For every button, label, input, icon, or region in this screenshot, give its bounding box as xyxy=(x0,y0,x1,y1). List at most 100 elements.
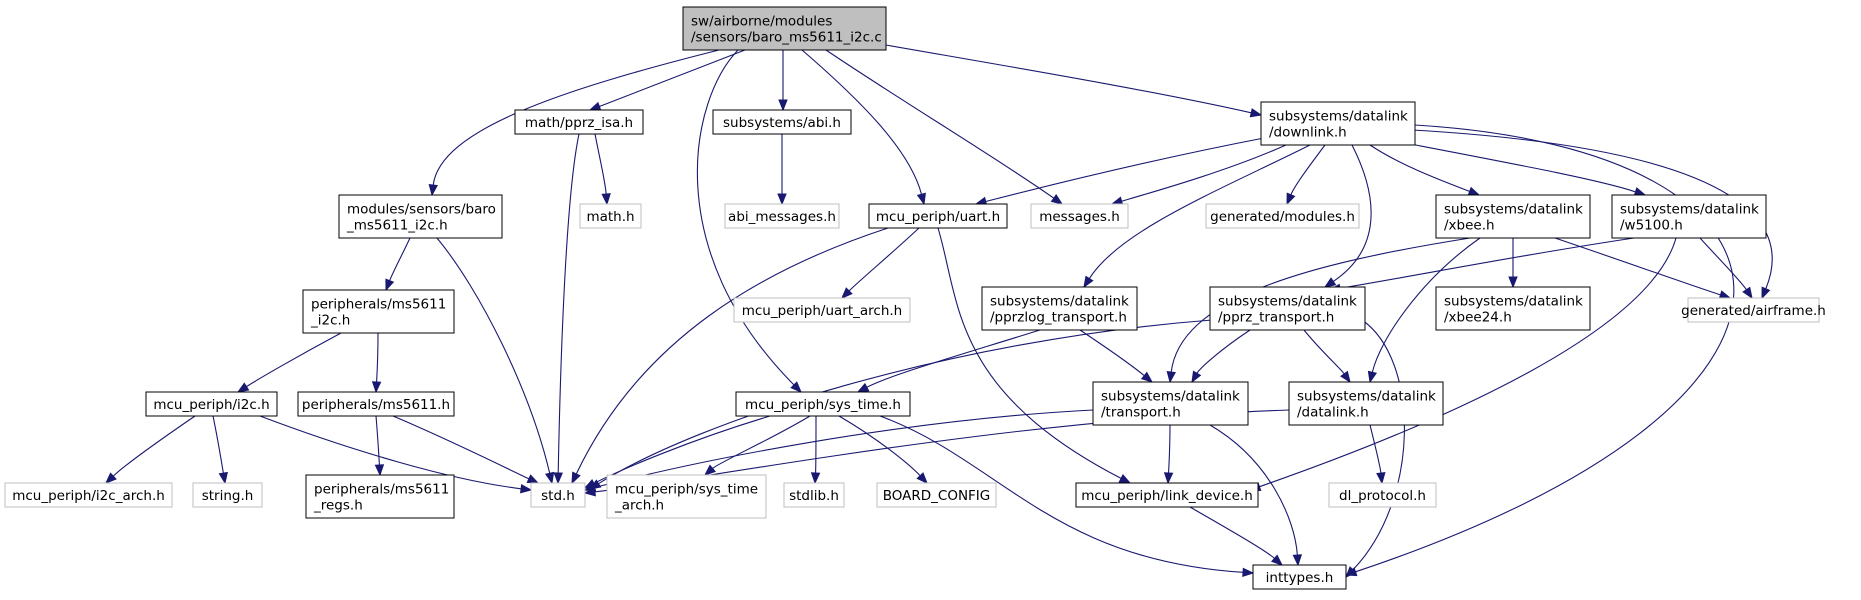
arrowhead-icon xyxy=(428,183,438,197)
node-pprzlog[interactable]: subsystems/datalink/pprzlog_transport.h xyxy=(981,286,1138,331)
edge-i2c-to-i2c_arch xyxy=(105,415,196,484)
node-label-line: stdlib.h xyxy=(789,488,839,504)
arrowhead-icon xyxy=(601,193,611,206)
arrowhead-icon xyxy=(583,487,596,497)
arrowhead-icon xyxy=(1323,277,1337,288)
node-inttypes[interactable]: inttypes.h xyxy=(1252,564,1347,590)
edge-w5100-to-airframe xyxy=(1699,237,1753,300)
node-datalink[interactable]: subsystems/datalink/datalink.h xyxy=(1288,381,1444,426)
arrowhead-icon xyxy=(916,192,926,206)
edge-datalink-to-dl_protocol xyxy=(1369,424,1386,485)
edge-ms5611-to-std xyxy=(392,415,540,484)
edge-uart-to-std xyxy=(571,227,889,485)
node-label-line: subsystems/datalink xyxy=(1297,389,1436,405)
node-downlink[interactable]: subsystems/datalink/downlink.h xyxy=(1260,101,1416,146)
node-label-line: sw/airborne/modules xyxy=(691,14,832,30)
node-label-line: /xbee.h xyxy=(1444,218,1495,234)
edge-pprz_isa-to-math_h xyxy=(594,133,611,206)
edge-downlink-to-uart xyxy=(974,137,1265,206)
edge-abi-to-abi_messages xyxy=(777,134,787,206)
edge-root-to-pprz_isa xyxy=(588,49,746,111)
arrowhead-icon xyxy=(571,471,581,485)
node-airframe: generated/airframe.h xyxy=(1681,297,1826,323)
edge-pprz_transport-to-transport xyxy=(1191,329,1251,384)
edge-downlink-to-pprz_transport xyxy=(1323,144,1372,288)
arrowhead-icon xyxy=(374,464,385,477)
node-label-line: math/pprz_isa.h xyxy=(525,115,633,131)
node-pprz-isa[interactable]: math/pprz_isa.h xyxy=(514,109,644,135)
arrowhead-icon xyxy=(790,381,802,393)
node-label-line: mcu_periph/uart.h xyxy=(876,209,1000,225)
nodes-layer: sw/airborne/modules/sensors/baro_ms5611_… xyxy=(4,6,1826,590)
node-uart[interactable]: mcu_periph/uart.h xyxy=(868,203,1008,229)
arrowhead-icon xyxy=(1050,194,1064,205)
node-ms5611-i2c[interactable]: peripherals/ms5611_i2c.h xyxy=(302,289,455,334)
arrowhead-icon xyxy=(105,472,117,484)
node-label-line: inttypes.h xyxy=(1266,570,1334,586)
edge-root-to-downlink xyxy=(885,44,1263,118)
node-label-line: subsystems/datalink xyxy=(1269,109,1408,125)
arrowhead-icon xyxy=(1340,370,1351,384)
node-w5100[interactable]: subsystems/datalink/w5100.h xyxy=(1611,194,1767,239)
edge-i2c-to-string xyxy=(212,415,228,485)
arrowhead-icon xyxy=(1166,371,1176,384)
edge-root-to-abi xyxy=(778,49,788,112)
node-ms5611[interactable]: peripherals/ms5611.h xyxy=(297,391,455,417)
arrowhead-icon xyxy=(553,472,563,485)
node-label-line: dl_protocol.h xyxy=(1339,488,1426,504)
node-stdlib: stdlib.h xyxy=(783,482,845,508)
node-i2c[interactable]: mcu_periph/i2c.h xyxy=(145,391,278,417)
edge-link_device-to-inttypes xyxy=(1189,506,1284,566)
node-uart-arch: mcu_periph/uart_arch.h xyxy=(733,297,911,323)
edge-downlink-to-xbee xyxy=(1369,144,1481,196)
edge-ms5611-to-ms5611_regs xyxy=(374,415,385,477)
node-link-device[interactable]: mcu_periph/link_device.h xyxy=(1075,482,1259,508)
arrowhead-icon xyxy=(778,99,788,112)
arrowhead-icon xyxy=(1292,554,1303,567)
edge-sys_time-to-stdlib xyxy=(810,415,821,485)
arrowhead-icon xyxy=(1242,567,1255,578)
edge-transport-to-inttypes xyxy=(1209,424,1303,567)
node-sys-time-arch: mcu_periph/sys_time_arch.h xyxy=(606,474,767,519)
node-ms5611-regs[interactable]: peripherals/ms5611_regs.h xyxy=(305,474,455,519)
node-label-line: /pprzlog_transport.h xyxy=(990,310,1127,326)
edge-uart-to-uart_arch xyxy=(841,227,920,299)
node-label-line: subsystems/datalink xyxy=(1101,389,1240,405)
arrowhead-icon xyxy=(1163,472,1174,485)
node-xbee[interactable]: subsystems/datalink/xbee.h xyxy=(1435,194,1591,239)
node-baro-h[interactable]: modules/sensors/baro_ms5611_i2c.h xyxy=(338,194,503,239)
node-label-line: generated/airframe.h xyxy=(1681,303,1826,319)
edge-downlink-to-inttypes xyxy=(1344,124,1735,577)
node-math-h: math.h xyxy=(579,203,642,229)
arrowhead-icon xyxy=(777,193,787,206)
node-xbee24[interactable]: subsystems/datalink/xbee24.h xyxy=(1435,286,1591,331)
node-pprz-transport[interactable]: subsystems/datalink/pprz_transport.h xyxy=(1209,286,1366,331)
arrowhead-icon xyxy=(1467,186,1481,196)
edge-sys_time-to-sys_time_arch xyxy=(703,415,811,476)
edge-pprzlog-to-sys_time xyxy=(856,329,1041,393)
node-abi-messages: abi_messages.h xyxy=(724,203,840,229)
edge-root-to-sys_time xyxy=(696,49,802,393)
edge-w5100-to-link_device xyxy=(1248,237,1677,492)
arrowhead-icon xyxy=(1286,192,1296,206)
edge-downlink-to-messages xyxy=(1110,144,1287,206)
edge-ms5611_i2c-to-ms5611 xyxy=(371,332,382,394)
node-sys-time[interactable]: mcu_periph/sys_time.h xyxy=(735,391,911,417)
arrowhead-icon xyxy=(1376,472,1386,485)
node-root: sw/airborne/modules/sensors/baro_ms5611_… xyxy=(682,6,887,51)
arrowhead-icon xyxy=(1270,554,1284,566)
node-transport[interactable]: subsystems/datalink/transport.h xyxy=(1092,381,1249,426)
node-label-line: _i2c.h xyxy=(310,313,350,329)
edge-w5100-to-pprz_transport xyxy=(1328,237,1635,293)
node-abi[interactable]: subsystems/abi.h xyxy=(712,109,852,135)
arrowhead-icon xyxy=(1083,275,1094,289)
edge-pprz_isa-to-std xyxy=(553,133,580,485)
arrowhead-icon xyxy=(1508,276,1518,289)
arrowhead-icon xyxy=(1633,187,1647,197)
node-board-config: BOARD_CONFIG xyxy=(876,482,997,508)
arrowhead-icon xyxy=(1367,370,1378,384)
edge-downlink-to-gen_modules xyxy=(1286,144,1326,206)
edge-downlink-to-pprzlog xyxy=(1083,144,1311,289)
edge-ms5611_i2c-to-i2c xyxy=(236,332,342,393)
